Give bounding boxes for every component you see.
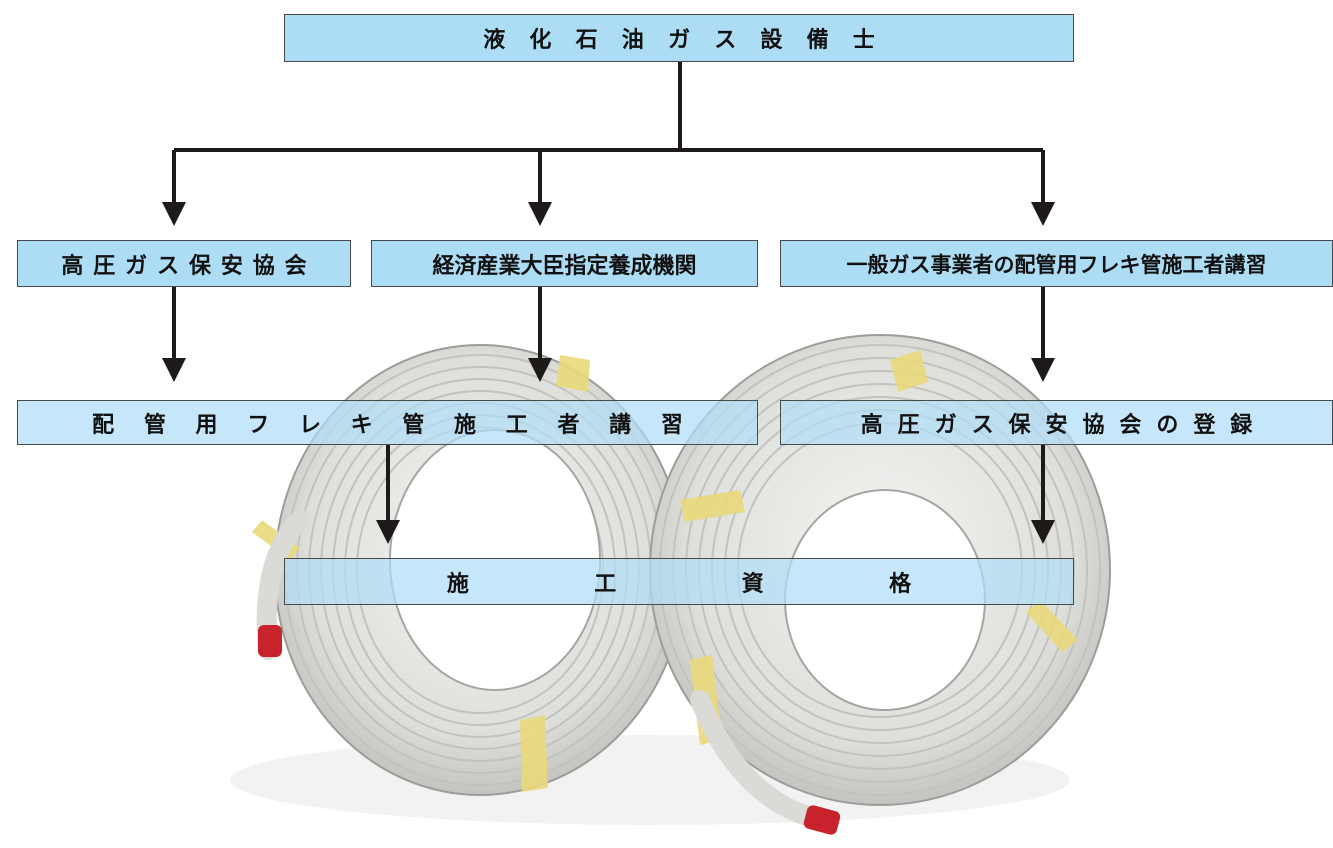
box-gas-utility-label: 一般ガス事業者の配管用フレキ管施工者講習 xyxy=(846,252,1267,277)
box-construction-qualification: 施工資格 xyxy=(284,558,1074,605)
box-khk: 高圧ガス保安協会 xyxy=(17,240,351,287)
box-flexible-pipe-course: 配管用フレキ管施工者講習 xyxy=(17,400,758,445)
top-box-label: 液化石油ガス設備士 xyxy=(483,28,899,53)
box-meti-training-institution: 経済産業大臣指定養成機関 xyxy=(371,240,758,287)
box-qualification-label: 施工資格 xyxy=(446,571,1037,597)
box-flexible-pipe-label: 配管用フレキ管施工者講習 xyxy=(92,412,713,438)
box-meti-label: 経済産業大臣指定養成機関 xyxy=(432,253,697,279)
top-box-lpg-equipment-engineer: 液化石油ガス設備士 xyxy=(284,14,1074,62)
red-cap-left xyxy=(258,625,282,657)
box-registration-label: 高圧ガス保安協会の登録 xyxy=(860,412,1268,438)
box-khk-registration: 高圧ガス保安協会の登録 xyxy=(780,400,1333,445)
box-gas-utility-course: 一般ガス事業者の配管用フレキ管施工者講習 xyxy=(780,240,1333,287)
red-cap-right xyxy=(803,805,841,835)
box-khk-label: 高圧ガス保安協会 xyxy=(61,253,317,279)
